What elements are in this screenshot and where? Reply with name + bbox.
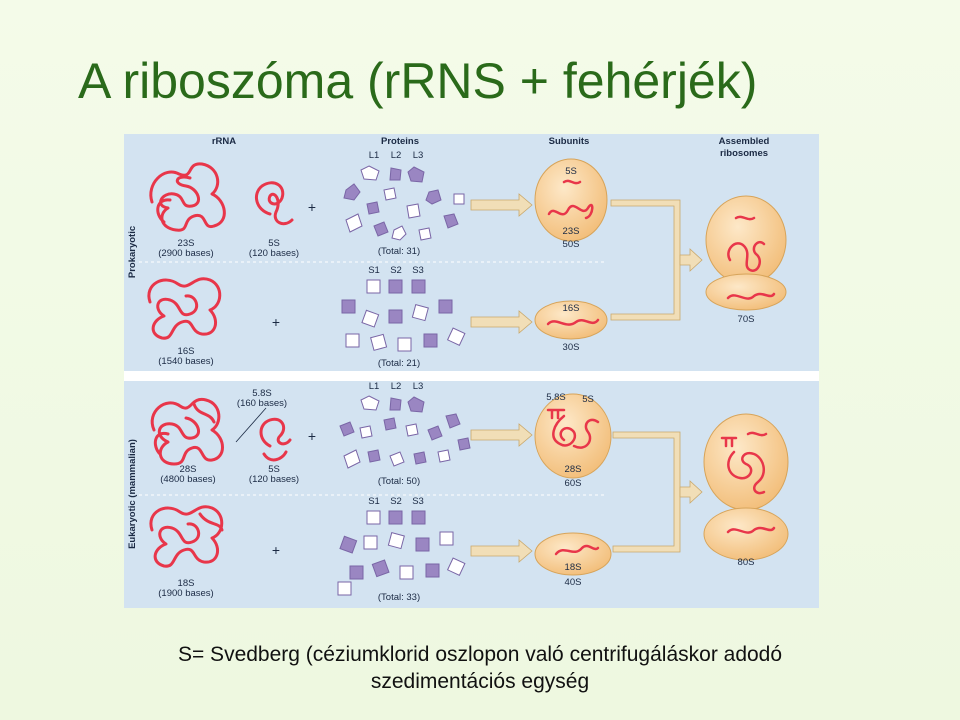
subunit-30s-label: 30S <box>563 342 580 353</box>
subunit-60s-label: 60S <box>565 478 582 489</box>
caption-line-2: szedimentációs egység <box>370 670 590 693</box>
small-protein-cluster <box>337 510 466 596</box>
plus-sign: + <box>308 199 316 215</box>
subunit-40s <box>534 532 612 576</box>
subunit-30s-rrna <box>546 318 600 326</box>
arrow-assembled-euk <box>679 480 703 504</box>
rrna-23s-coil <box>149 162 226 232</box>
subunit-58s-label: 5.8S <box>546 392 566 403</box>
protein-label-l1: L1 <box>369 381 380 392</box>
join-bracket-prok <box>610 199 681 321</box>
ribosome-80s-small <box>703 507 789 561</box>
label-euk-5s-bases: (120 bases) <box>249 474 299 485</box>
ribosome-diagram: rRNA Proteins Subunits Assembled ribosom… <box>124 134 819 608</box>
arrow-small-prok <box>470 310 533 334</box>
caption-line-1: S= Svedberg (céziumklorid oszlopon való … <box>177 643 783 666</box>
panel-divider <box>124 371 819 381</box>
subunit-23s-label: 23S <box>563 226 580 237</box>
plus-sign: + <box>272 314 280 330</box>
label-5s-bases: (120 bases) <box>249 248 299 259</box>
label-28s: 28S <box>180 464 197 475</box>
large-protein-cluster <box>343 165 465 241</box>
header-rrna: rRNA <box>212 136 236 147</box>
join-bracket-euk <box>612 431 681 553</box>
subunit-60s-rrna <box>546 408 600 449</box>
label-58s: 5.8S <box>252 388 272 399</box>
ribosome-70s-large <box>705 195 787 285</box>
rrna-16s-coil <box>147 277 222 340</box>
subunit-28s-label: 28S <box>565 464 582 475</box>
slide-title: A riboszóma (rRNS + fehérjék) <box>78 53 758 109</box>
protein-label-l1: L1 <box>369 150 380 161</box>
subunit-40s-label: 40S <box>565 577 582 588</box>
subunit-euk-5s-label: 5S <box>582 394 594 405</box>
label-16s-bases: (1540 bases) <box>158 356 213 367</box>
eukaryotic-label: Eukaryotic (mammalian) <box>127 439 138 549</box>
subunit-50s <box>534 158 608 242</box>
rrna-58s-5s-coil <box>259 417 292 462</box>
label-euk-5s: 5S <box>268 464 280 475</box>
pointer-line-58s <box>235 407 267 443</box>
protein-label-l2: L2 <box>391 381 402 392</box>
ribosome-70s-small <box>705 273 787 311</box>
rrna-5s-coil <box>254 181 294 226</box>
arrow-large-euk <box>470 423 533 447</box>
ribosome-figure: rRNA Proteins Subunits Assembled ribosom… <box>124 134 819 608</box>
subunit-5s-label: 5S <box>565 166 577 177</box>
label-23s: 23S <box>178 238 195 249</box>
header-assembled-line1: Assembled <box>719 136 770 147</box>
subunit-18s-label: 18S <box>565 562 582 573</box>
protein-total-21: (Total: 21) <box>378 358 420 369</box>
label-18s-bases: (1900 bases) <box>158 588 213 599</box>
label-5s: 5S <box>268 238 280 249</box>
arrow-assembled-prok <box>679 248 703 272</box>
protein-label-s1: S1 <box>368 496 380 507</box>
large-protein-cluster <box>339 395 471 469</box>
subunit-16s-label: 16S <box>563 303 580 314</box>
protein-label-s3: S3 <box>412 265 424 276</box>
protein-label-s1: S1 <box>368 265 380 276</box>
ribosome-70s-rrna <box>726 215 776 300</box>
label-58s-bases: (160 bases) <box>237 398 287 409</box>
label-23s-bases: (2900 bases) <box>158 248 213 259</box>
prokaryotic-panel <box>124 134 819 371</box>
protein-label-s3: S3 <box>412 496 424 507</box>
header-assembled-line2: ribosomes <box>720 148 768 159</box>
label-18s: 18S <box>178 578 195 589</box>
ribosome-80s-large <box>703 413 789 511</box>
plus-sign: + <box>272 542 280 558</box>
protein-total-31: (Total: 31) <box>378 246 420 257</box>
protein-label-l2: L2 <box>391 150 402 161</box>
ribosome-70s-label: 70S <box>738 314 755 325</box>
prokaryotic-label: Prokaryotic <box>127 226 138 278</box>
protein-label-s2: S2 <box>390 496 402 507</box>
ribosome-80s-rrna <box>720 431 776 534</box>
subunit-50s-label: 50S <box>563 239 580 250</box>
protein-label-l3: L3 <box>413 381 424 392</box>
subunit-50s-rrna <box>547 179 594 220</box>
caption: S= Svedberg (céziumklorid oszlopon való … <box>0 641 960 695</box>
rrna-18s-coil <box>149 505 224 568</box>
subunit-40s-rrna <box>554 544 600 556</box>
label-16s: 16S <box>178 346 195 357</box>
rrna-28s-coil <box>150 397 224 466</box>
small-protein-cluster <box>341 279 466 352</box>
label-28s-bases: (4800 bases) <box>160 474 215 485</box>
plus-sign: + <box>308 428 316 444</box>
arrow-small-euk <box>470 539 533 563</box>
subunit-30s <box>534 300 608 340</box>
subunit-60s <box>534 393 612 479</box>
ribosome-80s-label: 80S <box>738 557 755 568</box>
header-subunits: Subunits <box>549 136 590 147</box>
protein-total-33: (Total: 33) <box>378 592 420 603</box>
protein-total-50: (Total: 50) <box>378 476 420 487</box>
protein-label-s2: S2 <box>390 265 402 276</box>
header-proteins: Proteins <box>381 136 419 147</box>
arrow-large-prok <box>470 193 533 217</box>
protein-label-l3: L3 <box>413 150 424 161</box>
